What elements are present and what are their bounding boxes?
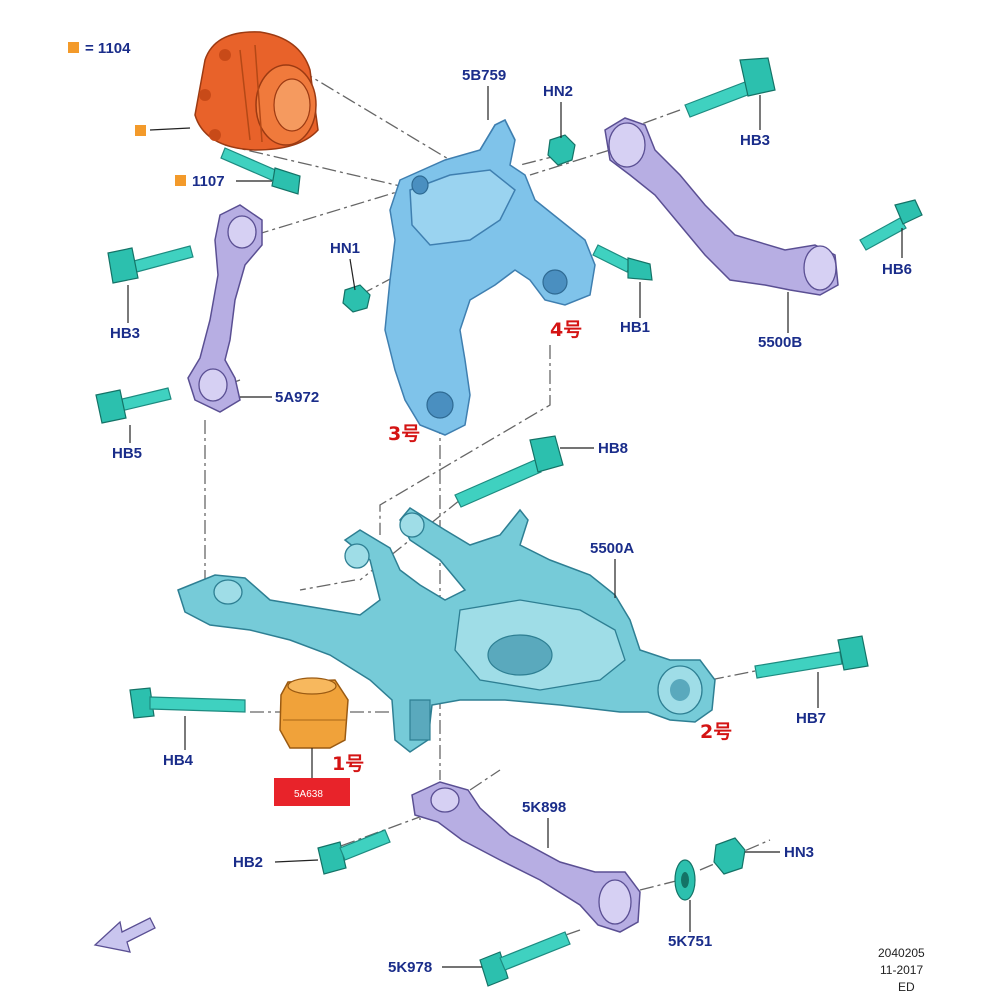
label-hb7: HB7	[796, 710, 826, 727]
label-hb8: HB8	[598, 440, 628, 457]
bolt-hb5	[95, 387, 172, 424]
label-5500a: 5500A	[590, 540, 634, 557]
label-hb3-top: HB3	[740, 132, 770, 149]
bolt-hb8	[454, 435, 564, 508]
annotation-no4: 4号	[550, 319, 582, 341]
label-5a972: 5A972	[275, 389, 319, 406]
annotation-no2: 2号	[700, 721, 732, 743]
bolt-hb6	[859, 199, 923, 251]
label-5k978: 5K978	[388, 959, 432, 976]
label-5b759: 5B759	[462, 67, 506, 84]
bushing-tag	[274, 778, 350, 806]
legend-swatch	[68, 42, 79, 53]
trailing-link-5k898	[411, 781, 641, 933]
label-hn3: HN3	[784, 844, 814, 861]
washer-5k751	[674, 859, 696, 901]
nut-hn2	[547, 134, 576, 166]
nut-hn3	[713, 837, 746, 875]
bushing-5a638	[279, 677, 349, 749]
label-5k898: 5K898	[522, 799, 566, 816]
bolt-hb3-top	[684, 57, 776, 118]
label-hn1: HN1	[330, 240, 360, 257]
label-hb4: HB4	[163, 752, 194, 769]
label-hn2: HN2	[543, 83, 573, 100]
knuckle-5b759	[384, 118, 596, 436]
bolt-hb4	[129, 687, 246, 719]
annotation-no3: 3号	[388, 423, 420, 445]
hub-bolt-swatch	[175, 175, 186, 186]
front-direction-arrow-icon	[93, 917, 156, 953]
hub-subpart-swatch	[135, 125, 146, 136]
label-5k751: 5K751	[668, 933, 712, 950]
footer-suffix: ED	[898, 980, 915, 994]
footer-ref: 2040205	[878, 946, 925, 960]
toe-link-5a972	[187, 204, 263, 413]
label-hb6: HB6	[882, 261, 912, 278]
label-hb1: HB1	[620, 319, 650, 336]
nut-hn1	[342, 284, 371, 313]
hub-bolt	[220, 147, 301, 195]
bolt-hb3-left	[107, 245, 194, 284]
bolt-hb1	[592, 244, 653, 281]
label-hb5: HB5	[112, 445, 142, 462]
lower-control-arm-5500a	[177, 507, 716, 753]
annotation-no1: 1号	[332, 753, 364, 775]
label-hb2: HB2	[233, 854, 263, 871]
legend-label: = 1104	[85, 40, 131, 57]
wheel-hub-assembly	[194, 31, 319, 151]
bolt-5k978	[479, 931, 571, 987]
bolt-hb2	[317, 829, 391, 875]
bolt-hb7	[754, 635, 869, 679]
label-5a638: 5A638	[294, 789, 323, 800]
footer-date: 11-2017	[880, 963, 923, 977]
label-5500b: 5500B	[758, 334, 802, 351]
label-hb3-left: HB3	[110, 325, 140, 342]
label-1107: 1107	[192, 173, 225, 190]
upper-control-arm-5500b	[604, 117, 839, 296]
